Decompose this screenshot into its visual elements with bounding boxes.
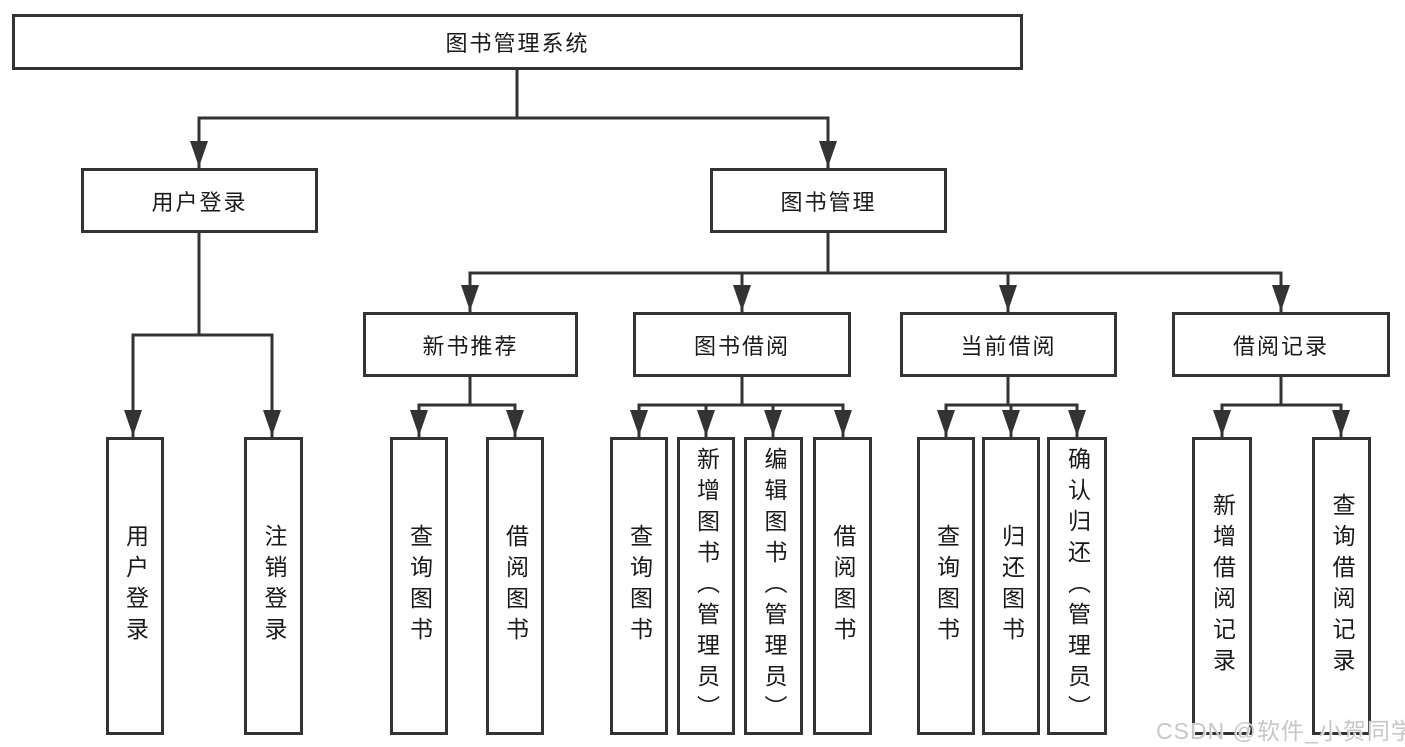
leaf-logout-label: 注销登录	[261, 524, 287, 648]
leaf-borrow-book: 借阅图书	[813, 437, 872, 735]
leaf-add-borrow-record: 新增借阅记录	[1192, 437, 1252, 735]
node-root: 图书管理系统	[12, 14, 1023, 70]
leaf-edit-book-admin-label: 编辑图书（管理员）	[761, 446, 787, 726]
watermark: CSDN @软件_小贺同学	[1156, 718, 1405, 744]
leaf-user-login: 用户登录	[106, 437, 164, 735]
leaf-return-book-label: 归还图书	[998, 524, 1025, 648]
node-new-book-recommend-label: 新书推荐	[422, 333, 519, 359]
node-book-borrow: 图书借阅	[633, 312, 851, 377]
node-current-borrow: 当前借阅	[900, 312, 1117, 377]
node-current-borrow-label: 当前借阅	[960, 333, 1057, 359]
leaf-query-book-current-label: 查询图书	[933, 524, 960, 648]
node-book-borrow-label: 图书借阅	[693, 333, 790, 359]
leaf-add-borrow-record-label: 新增借阅记录	[1209, 493, 1236, 679]
node-book-management-label: 图书管理	[780, 189, 877, 215]
node-user-login: 用户登录	[81, 168, 318, 233]
leaf-confirm-return-admin-label: 确认归还（管理员）	[1064, 446, 1091, 726]
leaf-return-book: 归还图书	[982, 437, 1040, 735]
leaf-query-book-current: 查询图书	[917, 437, 975, 735]
leaf-query-borrow-record-label: 查询借阅记录	[1329, 493, 1355, 679]
leaf-user-login-label: 用户登录	[122, 524, 149, 648]
leaf-edit-book-admin: 编辑图书（管理员）	[744, 437, 803, 735]
leaf-query-book-recommend-label: 查询图书	[406, 524, 433, 648]
leaf-confirm-return-admin: 确认归还（管理员）	[1047, 437, 1107, 735]
leaf-borrow-book-label: 借阅图书	[830, 524, 856, 648]
node-root-label: 图书管理系统	[445, 31, 590, 56]
leaf-logout: 注销登录	[244, 437, 303, 735]
leaf-query-book-borrow-label: 查询图书	[626, 524, 653, 648]
leaf-query-book-recommend: 查询图书	[390, 437, 448, 735]
leaf-borrow-book-recommend-label: 借阅图书	[502, 524, 529, 648]
node-borrow-record: 借阅记录	[1172, 312, 1390, 377]
node-borrow-record-label: 借阅记录	[1232, 333, 1329, 359]
node-new-book-recommend: 新书推荐	[363, 312, 578, 377]
leaf-add-book-admin-label: 新增图书（管理员）	[693, 446, 720, 726]
node-user-login-label: 用户登录	[151, 189, 248, 215]
leaf-query-borrow-record: 查询借阅记录	[1312, 437, 1371, 735]
leaf-add-book-admin: 新增图书（管理员）	[677, 437, 735, 735]
leaf-query-book-borrow: 查询图书	[610, 437, 668, 735]
node-book-management: 图书管理	[710, 168, 947, 233]
leaf-borrow-book-recommend: 借阅图书	[486, 437, 544, 735]
